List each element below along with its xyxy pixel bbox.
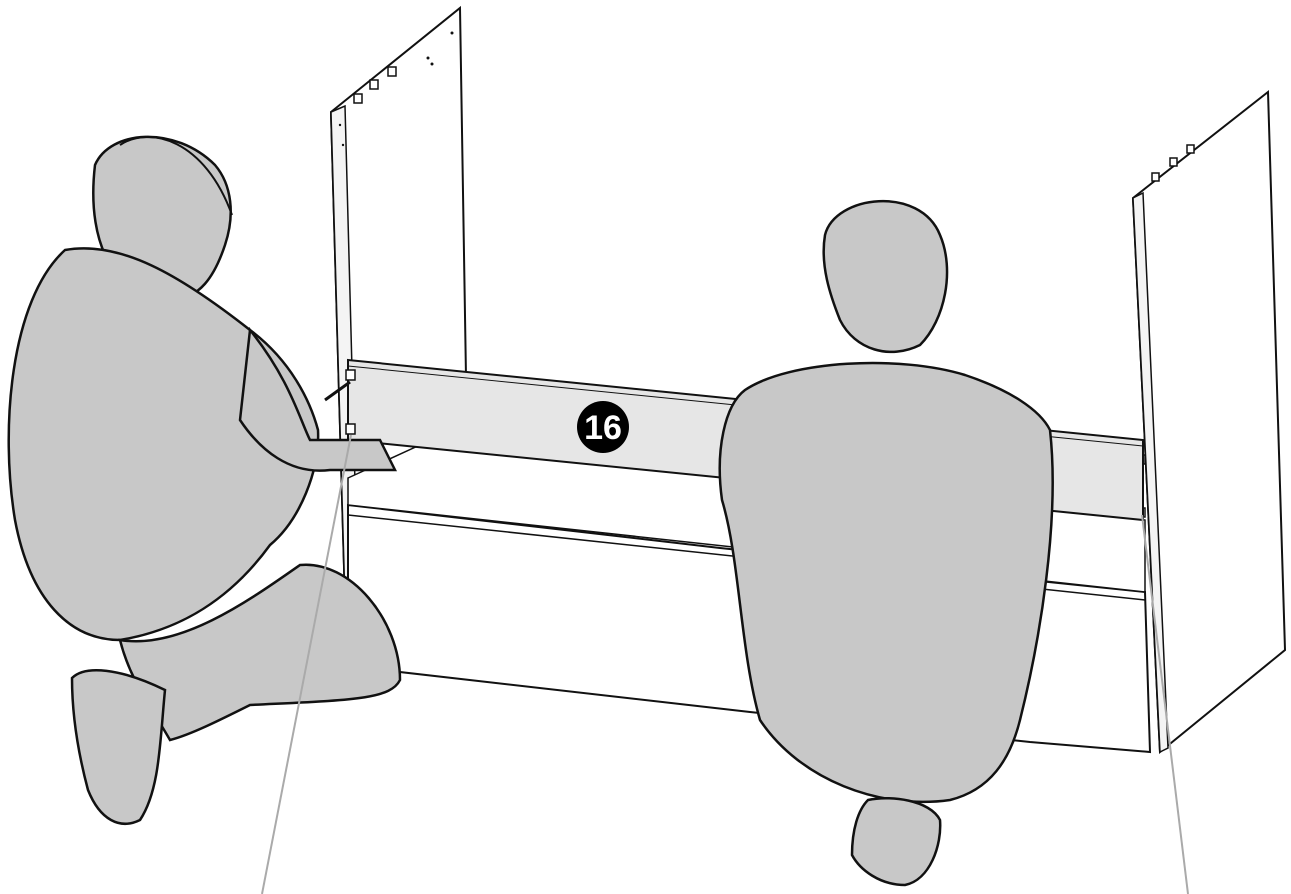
part-number-label: 16: [584, 409, 622, 447]
right-side-panel: [1133, 92, 1285, 752]
part-number-callout: 16: [577, 401, 629, 453]
right-person-figure: [720, 201, 1053, 885]
